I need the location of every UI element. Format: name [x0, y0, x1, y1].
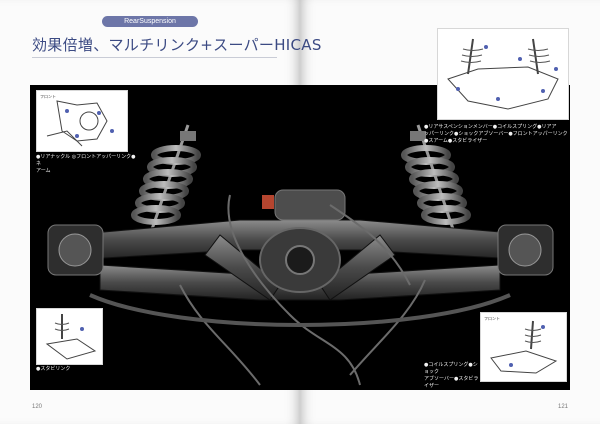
caption-top-right: ●リアサスペンションメンバー●コイルスプリング●リアア ッパーリンク●ショックア…	[424, 124, 568, 144]
right-hub	[497, 224, 554, 276]
hoses	[179, 194, 426, 386]
caption-bottom-left: ●スタビリンク	[36, 366, 71, 372]
right-coil-spring	[401, 124, 471, 236]
caption-top-left: ●リアナックル ◎フロントアッパーリンク●ネ アーム	[36, 154, 136, 174]
left-hub	[47, 224, 104, 276]
page-title: 効果倍増、マルチリンク+スーパーHICAS	[32, 36, 322, 54]
left-coil-spring	[131, 124, 201, 236]
inset-diagram-top-left: フロント	[36, 90, 128, 152]
section-tab: RearSuspension	[102, 16, 198, 27]
stabilizer-bar	[89, 293, 511, 327]
title-rule	[32, 57, 277, 58]
differential	[259, 189, 346, 293]
page-number-right: 121	[558, 404, 569, 410]
caption-bottom-right: ●コイルスプリング●ショック アブソーバー●スタビライザー	[424, 362, 479, 389]
front-label: フロント	[484, 316, 500, 321]
inset-diagram-bottom-right: フロント	[480, 312, 567, 382]
page-number-left: 120	[32, 404, 43, 410]
inset-diagram-bottom-left	[36, 308, 103, 365]
inset-diagram-top-right	[437, 28, 569, 120]
front-label: フロント	[40, 94, 56, 99]
